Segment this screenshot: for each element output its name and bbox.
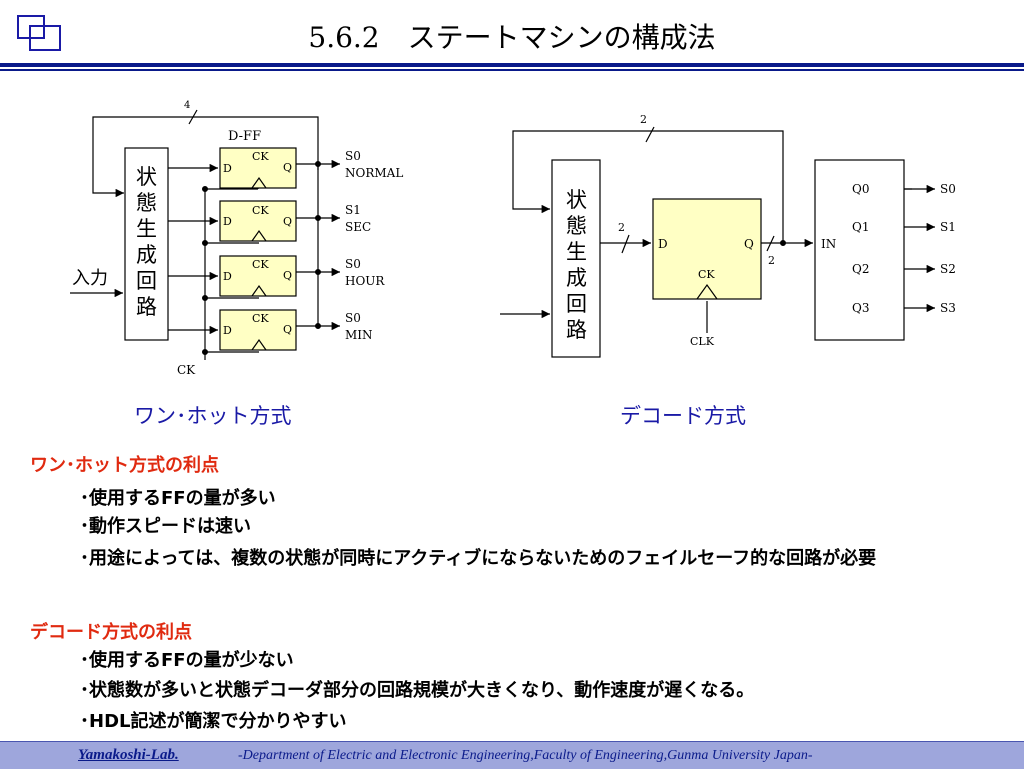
register-ck-label: CK [698, 268, 715, 281]
bus-width-slash-top [645, 126, 655, 143]
dff-row-3 [168, 255, 340, 302]
register-d-label: D [658, 237, 668, 251]
svg-text:Q: Q [283, 323, 292, 336]
bus-width-slash-in [621, 234, 630, 254]
svg-text:Q: Q [283, 269, 292, 282]
svg-text:HOUR: HOUR [345, 274, 385, 288]
svg-text:D: D [223, 162, 232, 175]
svg-text:Q0: Q0 [852, 182, 869, 196]
svg-text:状: 状 [566, 188, 587, 212]
list-item: ･状態数が多いと状態デコーダ部分の回路規模が大きくなり、動作速度が遅くなる。 [80, 680, 755, 701]
dff-label: D-FF [228, 129, 261, 144]
decoder-diagram [500, 126, 935, 358]
svg-text:SEC: SEC [345, 220, 371, 234]
list-item: ･HDL記述が簡潔で分かりやすい [80, 711, 347, 732]
svg-text:回: 回 [566, 292, 587, 316]
svg-text:S1: S1 [940, 220, 956, 234]
dff-row-1 [168, 147, 340, 190]
svg-text:成: 成 [136, 243, 157, 267]
svg-text:D: D [223, 270, 232, 283]
svg-text:生: 生 [566, 240, 587, 264]
svg-text:CK: CK [252, 258, 269, 271]
footer-bar: Yamakoshi-Lab. -Department of Electric a… [0, 741, 1024, 769]
register-block [652, 198, 762, 300]
svg-text:CK: CK [252, 312, 269, 325]
svg-text:S1: S1 [345, 203, 361, 217]
svg-text:回: 回 [136, 269, 157, 293]
feedback-bus-2bit [512, 130, 784, 243]
svg-text:路: 路 [136, 295, 157, 319]
state-gen-label-one-hot: 状 態 生 成 回 路 [136, 165, 157, 319]
clk-label: CLK [690, 335, 715, 348]
svg-text:生: 生 [136, 217, 157, 241]
bus-width-label-top: 2 [640, 113, 647, 126]
dff-pin-labels: D CK Q D CK Q D CK Q D CK Q [223, 150, 292, 337]
clock-label: CK [177, 363, 196, 377]
decoder-in-label: IN [821, 237, 836, 251]
one-hot-caption: ワン･ホット方式 [134, 404, 292, 428]
state-gen-block-decoder [551, 159, 601, 358]
svg-text:態: 態 [566, 214, 587, 238]
svg-text:CK: CK [252, 150, 269, 163]
svg-text:Q1: Q1 [852, 220, 869, 234]
svg-text:S0: S0 [345, 149, 361, 163]
one-hot-advantages-heading: ワン･ホット方式の利点 [30, 455, 219, 476]
svg-text:S0: S0 [345, 311, 361, 325]
svg-text:D: D [223, 215, 232, 228]
register-q-label: Q [744, 237, 754, 251]
bus-width-slash [188, 109, 198, 125]
svg-text:S0: S0 [345, 257, 361, 271]
svg-text:MIN: MIN [345, 328, 373, 342]
bus-width-slash-out [766, 235, 775, 252]
title-divider [0, 63, 1024, 67]
one-hot-output-labels: S0 NORMAL S1 SEC S0 HOUR S0 MIN [345, 149, 403, 342]
decoder-s-labels: S0 S1 S2 S3 [940, 182, 956, 315]
bus-width-label-in: 2 [618, 221, 625, 234]
svg-text:路: 路 [566, 318, 587, 342]
list-item: ･動作スピードは速い [80, 516, 251, 537]
svg-text:Q: Q [283, 215, 292, 228]
svg-text:状: 状 [136, 165, 157, 189]
title-divider-thin [0, 69, 1024, 71]
input-label: 入力 [72, 268, 108, 289]
state-gen-block-one-hot [124, 147, 169, 341]
decoder-q-labels: Q0 Q1 Q2 Q3 [852, 182, 869, 315]
svg-text:CK: CK [252, 204, 269, 217]
decoder-block [814, 159, 905, 341]
page-title: 5.6.2 ステートマシンの構成法 [308, 21, 716, 54]
svg-text:S2: S2 [940, 262, 956, 276]
svg-text:成: 成 [566, 266, 587, 290]
logo-icon [17, 15, 61, 51]
dff-row-4 [168, 309, 340, 356]
state-gen-label-decoder: 状 態 生 成 回 路 [566, 188, 587, 342]
bus-width-label: 4 [184, 100, 190, 111]
svg-text:S0: S0 [940, 182, 956, 196]
decoder-caption: デコード方式 [620, 404, 746, 428]
svg-text:S3: S3 [940, 301, 956, 315]
list-item: ･使用するFFの量が多い [80, 488, 276, 509]
list-item: ･用途によっては、複数の状態が同時にアクティブにならないためのフェイルセーフ的な… [80, 548, 877, 569]
svg-text:D: D [223, 324, 232, 337]
svg-text:NORMAL: NORMAL [345, 166, 403, 180]
bus-width-label-out: 2 [768, 254, 775, 267]
svg-text:Q2: Q2 [852, 262, 869, 276]
list-item: ･使用するFFの量が少ない [80, 650, 294, 671]
svg-text:態: 態 [136, 191, 157, 215]
feedback-bus-4bit [92, 116, 319, 198]
svg-text:Q: Q [283, 161, 292, 174]
one-hot-diagram [70, 109, 340, 360]
circuit-diagrams: 4 D-FF 状 態 生 成 回 路 入力 CK D CK Q D CK Q D CK Q … [70, 100, 956, 377]
decoder-advantages-heading: デコード方式の利点 [30, 622, 192, 643]
footer-department: -Department of Electric and Electronic E… [238, 748, 813, 763]
svg-text:Q3: Q3 [852, 301, 869, 315]
footer-lab-link[interactable]: Yamakoshi-Lab. [78, 747, 179, 763]
